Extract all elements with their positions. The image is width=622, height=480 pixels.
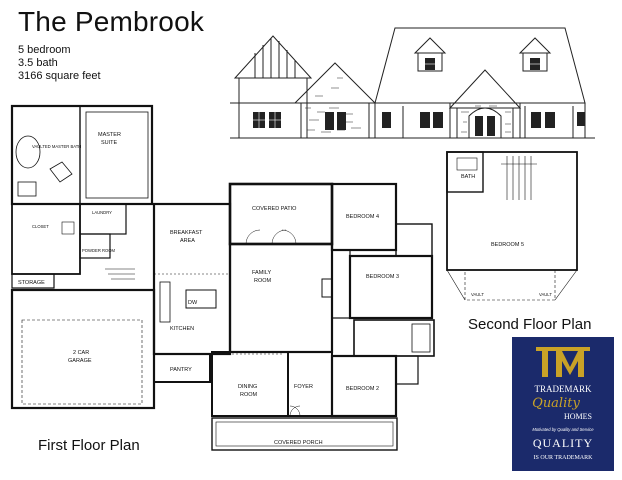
label-vault-1: VAULT bbox=[471, 292, 484, 297]
logo-quality: QUALITY bbox=[533, 436, 593, 450]
logo-brand: TRADEMARK bbox=[534, 384, 592, 394]
page-title: The Pembrook bbox=[18, 6, 205, 37]
label-dw: DW bbox=[188, 300, 198, 306]
second-floor-label: Second Floor Plan bbox=[468, 316, 592, 333]
logo-motto: Motivated by Quality and Service bbox=[532, 427, 594, 432]
logo-script: Quality bbox=[532, 396, 580, 411]
label-bedroom-3: BEDROOM 3 bbox=[366, 274, 399, 280]
label-foyer: FOYER bbox=[294, 384, 313, 390]
label-covered-patio: COVERED PATIO bbox=[252, 206, 297, 212]
label-pantry: PANTRY bbox=[170, 367, 192, 373]
label-garage-1: 2 CAR bbox=[73, 350, 89, 356]
label-bedroom-4: BEDROOM 4 bbox=[346, 214, 379, 220]
label-master-bath: VAULTED MASTER BATH bbox=[32, 144, 81, 149]
label-garage-2: GARAGE bbox=[68, 358, 92, 364]
label-family-2: ROOM bbox=[254, 278, 272, 284]
label-kitchen: KITCHEN bbox=[170, 326, 194, 332]
label-bedroom-2: BEDROOM 2 bbox=[346, 386, 379, 392]
first-floor-plan: VAULTED MASTER BATH MASTER SUITE CLOSET … bbox=[10, 104, 435, 451]
logo-homes: HOMES bbox=[564, 412, 592, 421]
label-closet: CLOSET bbox=[32, 224, 49, 229]
spec-bedrooms: 5 bedroom bbox=[18, 44, 71, 56]
label-laundry: LAUNDRY bbox=[92, 210, 112, 215]
house-specs: 5 bedroom 3.5 bath 3166 square feet bbox=[18, 44, 101, 83]
trademark-homes-logo: TM TRADEMARK Quality HOMES Motivated by … bbox=[512, 337, 614, 471]
label-dining-1: DINING bbox=[238, 384, 257, 390]
second-floor-plan: BATH BEDROOM 5 VAULT VAULT bbox=[446, 151, 578, 301]
label-family-1: FAMILY bbox=[252, 270, 271, 276]
label-bedroom-5: BEDROOM 5 bbox=[491, 242, 524, 248]
label-vault-2: VAULT bbox=[539, 292, 552, 297]
label-breakfast-2: AREA bbox=[180, 238, 195, 244]
label-upstairs-bath: BATH bbox=[461, 174, 475, 180]
label-master-1: MASTER bbox=[98, 132, 121, 138]
label-covered-porch: COVERED PORCH bbox=[274, 440, 323, 446]
label-powder-room: POWDER ROOM bbox=[82, 248, 116, 253]
label-dining-2: ROOM bbox=[240, 392, 258, 398]
spec-baths: 3.5 bath bbox=[18, 57, 58, 69]
front-elevation bbox=[230, 27, 595, 139]
first-floor-label: First Floor Plan bbox=[38, 437, 140, 454]
label-breakfast-1: BREAKFAST bbox=[170, 230, 203, 236]
label-storage: STORAGE bbox=[18, 280, 45, 286]
spec-square-feet: 3166 square feet bbox=[18, 70, 101, 82]
logo-tagline: IS OUR TRADEMARK bbox=[534, 455, 594, 461]
label-master-2: SUITE bbox=[101, 140, 118, 146]
